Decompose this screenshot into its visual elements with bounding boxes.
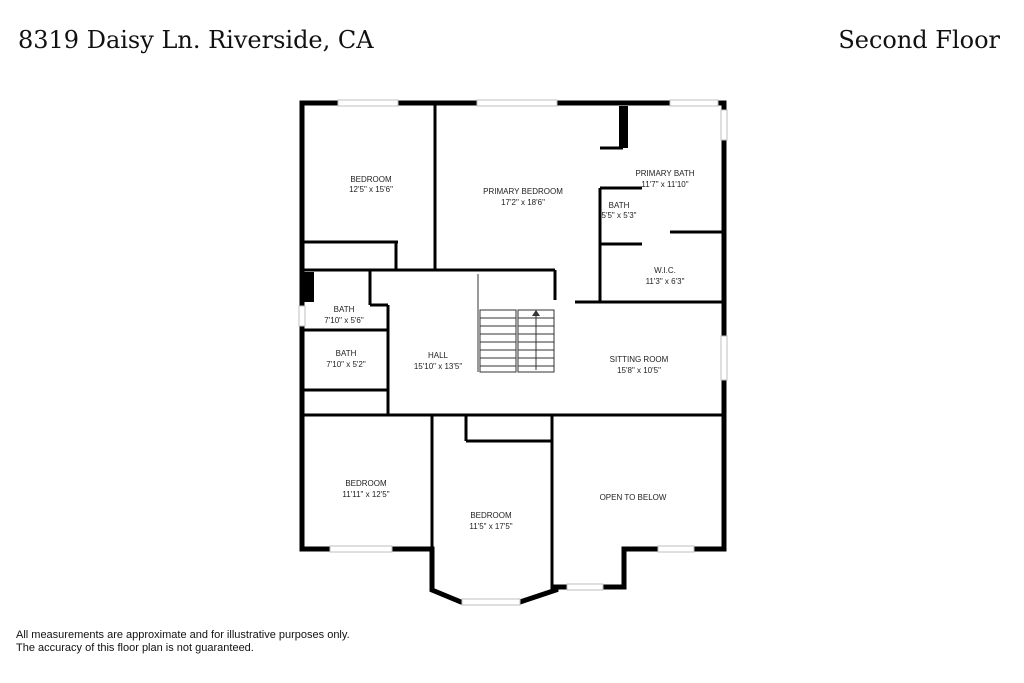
room-name: BATH	[334, 305, 355, 314]
room-name: W.I.C.	[654, 266, 676, 275]
room-name: BEDROOM	[470, 511, 512, 520]
window	[720, 335, 728, 381]
floor-title: Second Floor	[838, 26, 1000, 54]
window	[566, 583, 604, 591]
room-dims: 11'5" x 17'5"	[469, 522, 512, 531]
room-name: SITTING ROOM	[610, 355, 669, 364]
room-dims: 5'5" x 5'3"	[602, 211, 637, 220]
chimney-block	[619, 106, 628, 148]
room-name: BEDROOM	[350, 175, 392, 184]
room-dims: 11'11" x 12'5"	[342, 490, 389, 499]
window	[476, 99, 558, 107]
window	[669, 99, 719, 107]
wall-blocks	[302, 106, 628, 302]
window	[329, 545, 393, 553]
room-dims: 11'7" x 11'10"	[641, 180, 688, 189]
window	[720, 109, 728, 141]
window	[657, 545, 695, 553]
room-name: HALL	[428, 351, 449, 360]
interior-walls	[302, 103, 724, 590]
room-dims: 12'5" x 15'6"	[349, 185, 393, 194]
staircase	[477, 274, 555, 373]
room-dims: 15'8" x 10'5"	[617, 366, 661, 375]
disclaimer: All measurements are approximate and for…	[16, 629, 350, 655]
room-name: BEDROOM	[345, 479, 387, 488]
window	[461, 598, 521, 606]
room-name: PRIMARY BATH	[635, 169, 694, 178]
property-address: 8319 Daisy Ln. Riverside, CA	[18, 26, 374, 54]
column-block	[302, 272, 314, 302]
window	[298, 305, 306, 327]
room-dims: 17'2" x 18'6"	[501, 198, 545, 207]
room-name: PRIMARY BEDROOM	[483, 187, 563, 196]
room-name: BATH	[336, 349, 357, 358]
room-dims: 7'10" x 5'2"	[326, 360, 366, 369]
room-name: BATH	[609, 201, 630, 210]
room-name: OPEN TO BELOW	[600, 493, 667, 502]
room-dims: 7'10" x 5'6"	[324, 316, 364, 325]
window	[337, 99, 399, 107]
stair-run	[479, 309, 517, 373]
room-dims: 15'10" x 13'5"	[414, 362, 462, 371]
disclaimer-line: The accuracy of this floor plan is not g…	[16, 642, 254, 654]
room-dims: 11'3" x 6'3"	[646, 277, 685, 286]
windows	[298, 99, 728, 606]
disclaimer-line: All measurements are approximate and for…	[16, 629, 350, 641]
room-labels: BEDROOM 12'5" x 15'6" PRIMARY BEDROOM 17…	[324, 169, 695, 531]
stair-arrow-icon	[532, 310, 540, 316]
